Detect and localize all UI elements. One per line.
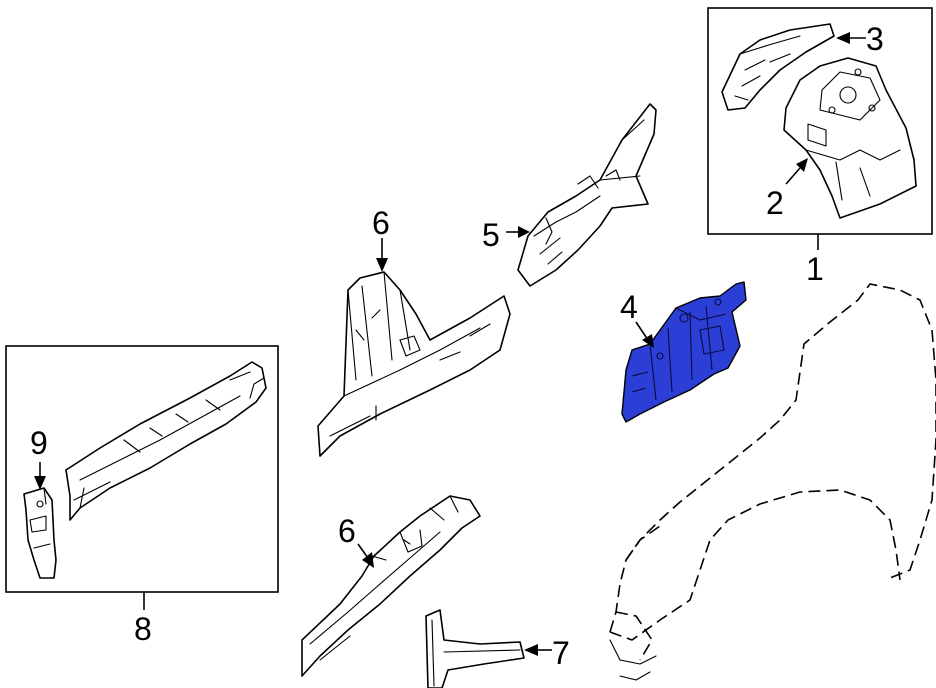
callout-7: 7 [552, 635, 570, 671]
part-8-rear-rail[interactable] [65, 361, 267, 521]
part-6-upper-side-member[interactable] [317, 271, 511, 457]
part-2-strut-tower[interactable] [783, 57, 917, 219]
part-5-upper-rail[interactable] [517, 103, 657, 287]
callout-3: 3 [866, 21, 884, 57]
callout-4: 4 [620, 289, 638, 325]
part-7-t-bracket[interactable] [425, 609, 525, 688]
part-4-fill [621, 281, 747, 423]
group-box-1 [707, 7, 933, 235]
callout-2: 2 [766, 185, 784, 221]
part-3-rail[interactable] [721, 23, 835, 111]
callout-1: 1 [806, 251, 824, 287]
part-9-bracket[interactable] [23, 487, 57, 579]
part-4-apron-highlighted[interactable] [621, 281, 747, 423]
callout-6-upper: 6 [372, 205, 390, 241]
callout-5: 5 [482, 217, 500, 253]
callout-6-lower: 6 [338, 513, 356, 549]
callout-8: 8 [134, 611, 152, 647]
group-box-8 [5, 345, 279, 593]
callout-9: 9 [30, 425, 48, 461]
fender-outline-dashed [609, 283, 936, 681]
